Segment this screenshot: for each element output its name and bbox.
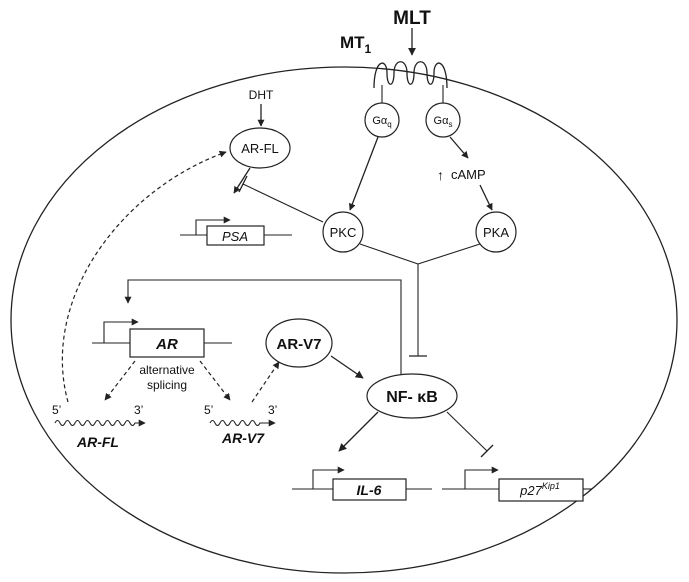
pka-convergence-line xyxy=(417,243,481,265)
nfkb-label: NF- κB xyxy=(386,389,438,406)
gs-node xyxy=(425,102,461,138)
pka-label: PKA xyxy=(483,225,509,240)
p27-gene-box xyxy=(498,478,584,502)
cell-membrane xyxy=(10,66,678,574)
gq-label: Gαq xyxy=(372,115,391,129)
nfkb-to-il6-arrow xyxy=(338,411,379,452)
ar-v7-protein-node xyxy=(265,318,333,368)
p27-promoter-arrow xyxy=(464,466,499,489)
arfl-mrna-3prime: 3’ xyxy=(134,403,143,417)
gq-to-pkc-arrow xyxy=(348,136,379,211)
nfkb-to-ar-feedback-line xyxy=(124,279,402,375)
splicing-label-line2: splicing xyxy=(147,378,187,392)
splicing-label-line1: alternative xyxy=(139,363,195,377)
ar-fl-protein-label: AR-FL xyxy=(241,141,279,156)
camp-to-pka-arrow xyxy=(479,184,493,211)
pkc-to-arfl-inhibition xyxy=(242,183,324,223)
arv7-mrna-wave xyxy=(209,419,276,427)
mlt-label: MLT xyxy=(393,8,431,29)
psa-gene-label: PSA xyxy=(222,229,248,244)
dht-label: DHT xyxy=(249,88,274,102)
ar-fl-protein-node xyxy=(229,127,291,169)
p27-gene-label: p27Kip1 xyxy=(519,481,560,498)
pkc-node xyxy=(322,211,364,253)
ar-promoter-arrow xyxy=(103,318,139,343)
nfkb-to-p27-inhibition xyxy=(446,411,488,452)
arv7-mrna-to-protein-arrow xyxy=(251,361,280,403)
pka-node xyxy=(475,211,517,253)
mt1-label: MT1 xyxy=(340,33,372,56)
arv7-mrna-3prime: 3’ xyxy=(268,403,277,417)
ar-v7-protein-label: AR-V7 xyxy=(276,336,321,353)
ar-to-arfl-mrna-arrow xyxy=(104,360,136,401)
il6-promoter-arrow xyxy=(312,466,345,489)
arfl-mrna-5prime: 5’ xyxy=(52,403,61,417)
mt1-receptor-helices xyxy=(373,61,448,89)
psa-promoter-arrow xyxy=(195,216,231,235)
ar-gene-label: AR xyxy=(155,336,178,353)
arv7-mrna-5prime: 5’ xyxy=(204,403,213,417)
arfl-mrna-label: AR-FL xyxy=(76,434,119,450)
arfl-mrna-to-protein-arrow xyxy=(61,150,227,403)
arv7-to-nfkb-arrow xyxy=(330,355,364,379)
gs-label: Gαs xyxy=(434,115,453,129)
pkc-convergence-line xyxy=(359,243,419,265)
arfl-mrna-wave xyxy=(54,419,146,427)
camp-label: cAMP xyxy=(451,167,486,182)
p27-inhibition-bar xyxy=(480,444,494,458)
gs-to-camp-arrow xyxy=(449,136,469,159)
ar-to-arv7-mrna-arrow xyxy=(199,360,231,401)
gq-node xyxy=(364,102,400,138)
pkc-label: PKC xyxy=(330,225,357,240)
arfl-to-psa-arrow xyxy=(233,167,251,194)
arv7-mrna-label: AR-V7 xyxy=(221,430,265,446)
nfkb-node xyxy=(366,373,458,419)
il6-gene-label: IL-6 xyxy=(357,482,382,498)
camp-up-arrow: ↑ xyxy=(437,167,444,183)
